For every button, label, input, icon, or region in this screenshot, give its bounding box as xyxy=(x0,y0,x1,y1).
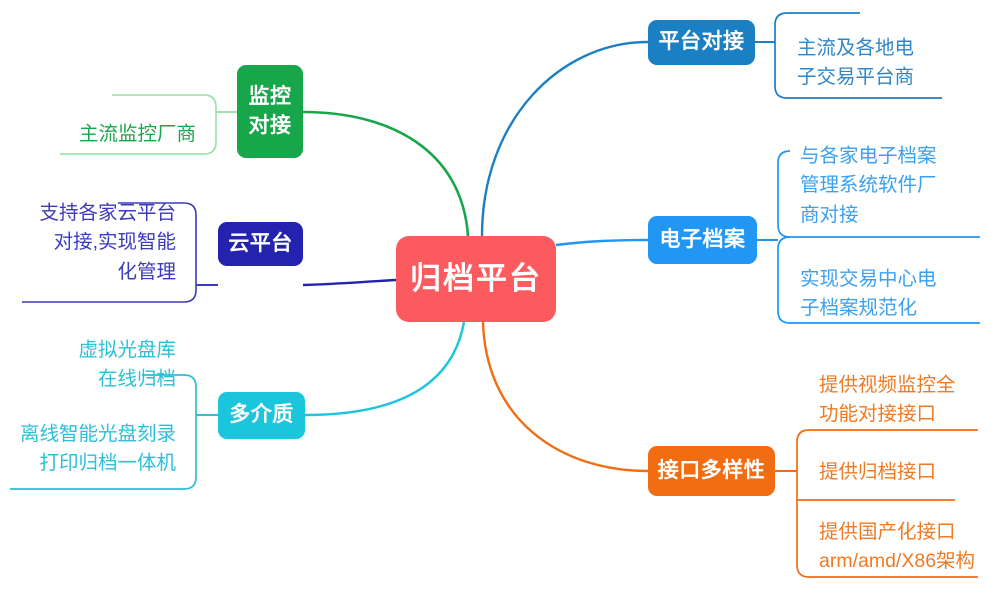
connector-central-to-interface-diversity xyxy=(481,321,649,473)
branch-node-cloud-platform[interactable]: 云平台 xyxy=(218,222,303,266)
leaf-text-multi-media-2: 离线智能光盘刻录 打印归档一体机 xyxy=(19,423,176,475)
leaf-text-electronic-archive-2: 实现交易中心电 子档案规范化 xyxy=(800,268,937,320)
branch-label-platform-docking: 平台对接 xyxy=(658,30,745,54)
branch-node-interface-diversity[interactable]: 接口多样性 xyxy=(648,446,775,496)
branch-label-electronic-archive: 电子档案 xyxy=(659,227,746,251)
leaf-interface-diversity-2[interactable]: 提供归档接口 xyxy=(797,458,997,490)
connector-central-to-electronic-archive xyxy=(555,238,649,247)
leaf-electronic-archive-2[interactable]: 实现交易中心电 子档案规范化 xyxy=(778,265,988,325)
branch-node-monitor-docking[interactable]: 监控 对接 xyxy=(237,65,303,158)
leaf-multi-media-2[interactable]: 离线智能光盘刻录 打印归档一体机 xyxy=(0,420,196,480)
leaf-multi-media-1[interactable]: 虚拟光盘库 在线归档 xyxy=(0,336,196,396)
branch-label-multi-media: 多介质 xyxy=(229,403,294,427)
leaf-platform-docking-1[interactable]: 主流及各地电 子交易平台商 xyxy=(775,34,975,94)
leaf-text-cloud-platform-1: 支持各家云平台 对接,实现智能 化管理 xyxy=(39,202,176,283)
leaf-monitor-docking-1[interactable]: 主流监控厂商 xyxy=(16,120,216,152)
branch-label-cloud-platform: 云平台 xyxy=(228,231,293,255)
bracket-electronic-archive-top xyxy=(777,150,791,238)
branch-node-platform-docking[interactable]: 平台对接 xyxy=(648,20,755,65)
connector-central-to-monitor-docking xyxy=(302,110,470,237)
leaf-interface-diversity-1[interactable]: 提供视频监控全 功能对接接口 xyxy=(797,371,997,431)
branch-label-interface-diversity: 接口多样性 xyxy=(657,458,766,482)
connector-central-to-platform-docking xyxy=(480,40,649,237)
branch-label-monitor-docking: 监控 对接 xyxy=(248,85,292,137)
connector-central-to-cloud-platform xyxy=(302,278,397,287)
bracket-multi-media-frame xyxy=(10,374,197,490)
leaf-electronic-archive-1[interactable]: 与各家电子档案 管理系统软件厂 商对接 xyxy=(778,142,988,232)
central-node-label: 归档平台 xyxy=(410,260,542,296)
leaf-interface-diversity-3[interactable]: 提供国产化接口 arm/amd/X86架构 xyxy=(797,518,997,578)
bracket-platform-docking-frame xyxy=(774,12,942,99)
leaf-text-interface-diversity-1: 提供视频监控全 功能对接接口 xyxy=(819,374,956,426)
leaf-text-electronic-archive-1: 与各家电子档案 管理系统软件厂 商对接 xyxy=(800,145,937,226)
leaf-text-platform-docking-1: 主流及各地电 子交易平台商 xyxy=(797,37,915,89)
branch-node-electronic-archive[interactable]: 电子档案 xyxy=(648,216,757,264)
branch-node-multi-media[interactable]: 多介质 xyxy=(218,392,305,439)
connector-central-to-multi-media xyxy=(304,321,466,417)
leaf-text-interface-diversity-2: 提供归档接口 xyxy=(819,461,937,483)
bracket-monitor-docking-frame xyxy=(60,94,217,155)
leaf-text-multi-media-1: 虚拟光盘库 在线归档 xyxy=(78,339,176,391)
leaf-text-monitor-docking-1: 主流监控厂商 xyxy=(78,123,196,145)
leaf-cloud-platform-1[interactable]: 支持各家云平台 对接,实现智能 化管理 xyxy=(0,199,196,289)
central-node[interactable]: 归档平台 xyxy=(396,236,556,322)
bracket-electronic-archive-frame xyxy=(777,236,980,324)
bracket-interface-diversity-frame xyxy=(796,429,978,578)
leaf-text-interface-diversity-3: 提供国产化接口 arm/amd/X86架构 xyxy=(819,521,976,573)
bracket-cloud-platform-frame xyxy=(22,202,197,303)
